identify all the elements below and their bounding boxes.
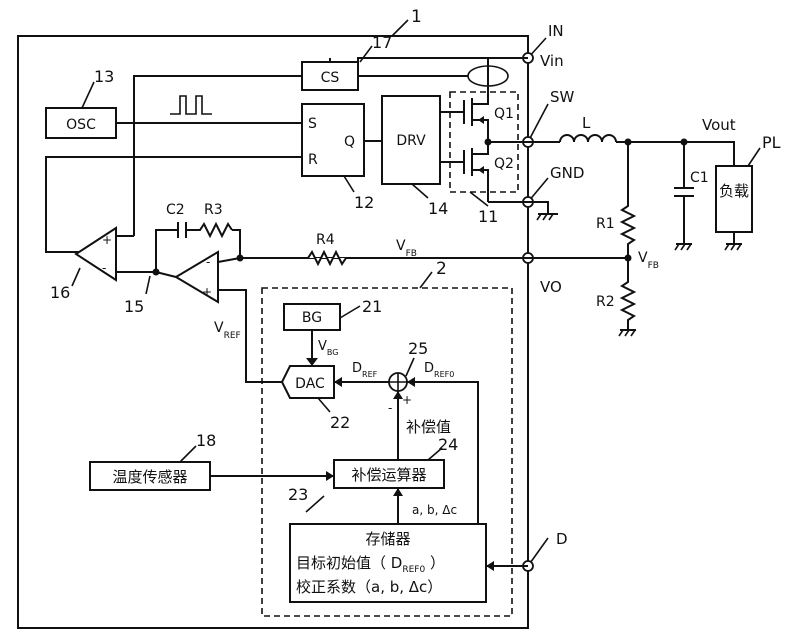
osc-label: OSC <box>66 117 96 133</box>
temp-sensor-block <box>89 461 211 491</box>
comp-ref: 16 <box>50 283 70 302</box>
drv-label: DRV <box>396 133 426 149</box>
chip-ref-label: 1 <box>411 7 422 27</box>
dref-label: DREF <box>352 361 378 379</box>
comparator: + - <box>74 226 117 282</box>
cs-label: CS <box>321 70 340 86</box>
chip-leader <box>391 19 409 37</box>
svg-text:C1: C1 <box>690 170 709 186</box>
pin-gnd: GND <box>522 164 584 208</box>
switch-ref: 11 <box>478 207 498 226</box>
vin-rail <box>357 57 528 62</box>
memory-line3: 校正系数（a, b, Δc） <box>296 578 442 596</box>
mem-ref: 23 <box>288 485 308 504</box>
svg-text:SW: SW <box>550 88 575 106</box>
svg-text:IN: IN <box>548 22 564 40</box>
comp-calc-block <box>333 459 445 489</box>
sr-r: R <box>308 152 318 168</box>
svg-text:R4: R4 <box>316 232 335 248</box>
sr-ref: 12 <box>354 193 374 212</box>
temp-ref: 18 <box>196 431 216 450</box>
vout-label: Vout <box>702 116 736 134</box>
svg-text:VO: VO <box>540 278 562 296</box>
dac-block <box>280 365 335 399</box>
comp-calc-ref: 24 <box>438 435 458 454</box>
svg-text:R1: R1 <box>596 216 615 232</box>
svg-text:L: L <box>582 114 591 132</box>
svg-text:-: - <box>388 401 392 415</box>
svg-text:-: - <box>206 255 210 269</box>
svg-text:Vin: Vin <box>540 52 564 70</box>
svg-text:+: + <box>402 393 412 407</box>
osc-leader <box>81 81 95 109</box>
svg-text:PL: PL <box>762 133 781 152</box>
vbg-label: VBG <box>318 339 338 357</box>
pin-d: D <box>522 530 568 572</box>
svg-text:R3: R3 <box>204 202 223 218</box>
bg-ref: 21 <box>362 297 382 316</box>
svg-text:+: + <box>102 233 112 247</box>
resistor-r4: R4 <box>307 232 347 267</box>
dac-label: DAC <box>295 376 325 392</box>
q2-transistor: Q2 <box>463 142 514 202</box>
ea-ref: 15 <box>124 297 144 316</box>
dref0-wire <box>407 381 479 524</box>
resistor-r2: R2 <box>596 258 637 337</box>
drv-ref: 14 <box>428 199 448 218</box>
pin-in: IN Vin <box>522 22 564 70</box>
dac-ref: 22 <box>330 413 350 432</box>
memory-block <box>289 523 487 603</box>
cs-leader <box>359 45 373 63</box>
vfb-main-label: VFB <box>396 238 417 259</box>
svg-text:Q1: Q1 <box>494 106 514 122</box>
error-amplifier: - + <box>174 250 219 304</box>
comp-calc-label: 补偿运算器 <box>351 466 426 484</box>
comp-to-r-wire <box>45 156 302 253</box>
vout-rail <box>616 141 735 166</box>
inductor-l: L <box>559 114 617 143</box>
vfb-right-label: VFB <box>638 250 659 271</box>
cs-to-comparator-wire <box>133 75 302 236</box>
reference-block <box>261 287 513 617</box>
sum-ref: 25 <box>408 339 428 358</box>
vref-label: VREF <box>214 320 241 341</box>
svg-text:-: - <box>102 261 106 275</box>
temp-sensor-label: 温度传感器 <box>112 468 187 486</box>
sr-s: S <box>308 116 317 132</box>
abc-label: a, b, Δc <box>412 503 457 517</box>
svg-text:负载: 负载 <box>719 182 749 200</box>
pulse-symbol <box>170 95 212 115</box>
block2-ref: 2 <box>436 259 447 279</box>
svg-text:D: D <box>556 530 568 548</box>
svg-text:+: + <box>202 285 212 299</box>
switch-group <box>449 91 519 193</box>
load-block: 负载 PL <box>715 133 781 251</box>
capacitor-c2: C2 <box>155 202 187 272</box>
resistor-r3: R3 <box>186 202 233 239</box>
cs-ref: 17 <box>372 33 392 52</box>
osc-ref: 13 <box>94 67 114 86</box>
dref0-label: DREF0 <box>424 361 454 379</box>
svg-text:C2: C2 <box>166 202 185 218</box>
resistor-r1: R1 <box>596 142 637 258</box>
drv-block <box>381 95 441 185</box>
capacitor-c1: C1 <box>674 142 709 251</box>
svg-text:R2: R2 <box>596 294 615 310</box>
q1-transistor: Q1 <box>463 92 514 142</box>
memory-line1: 存储器 <box>365 530 410 548</box>
chip-outline <box>17 35 529 629</box>
vref-wire <box>218 289 282 383</box>
memory-line2: 目标初始值（ DREF0 ） <box>296 554 445 575</box>
sr-q: Q <box>344 134 355 150</box>
svg-text:GND: GND <box>550 164 584 182</box>
comp-value-label: 补偿值 <box>406 418 451 436</box>
bg-label: BG <box>302 310 322 326</box>
gnd-wire <box>528 201 549 214</box>
pin-sw: SW <box>522 88 575 148</box>
svg-text:Q2: Q2 <box>494 156 514 172</box>
